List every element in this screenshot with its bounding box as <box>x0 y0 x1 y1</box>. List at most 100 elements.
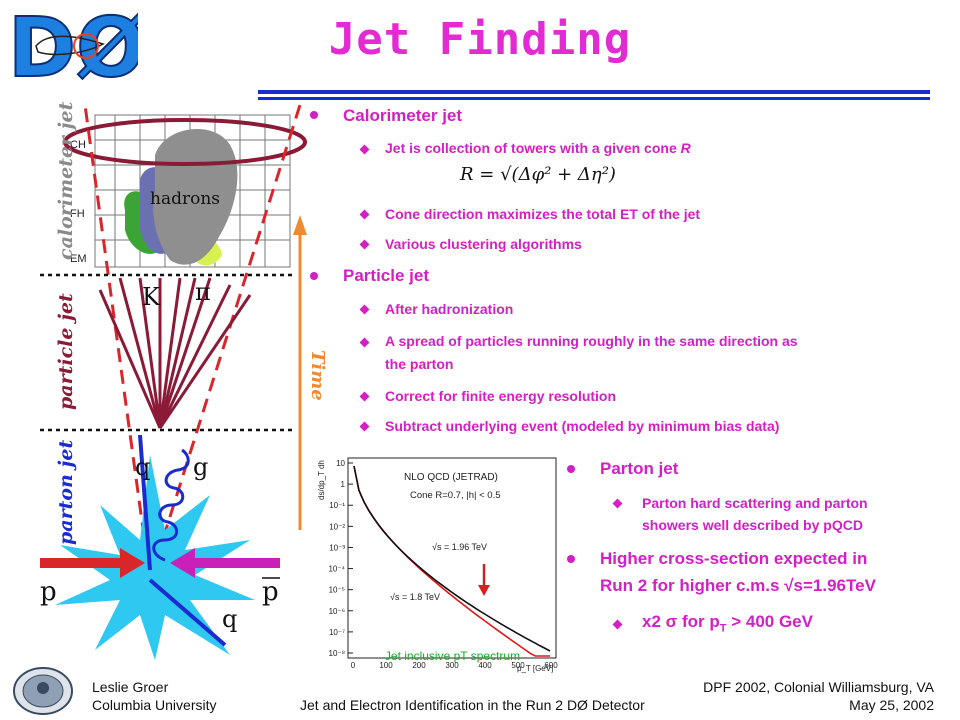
bullet-dot <box>310 111 318 119</box>
footer-conference: DPF 2002, Colonial Williamsburg, VA <box>703 679 934 695</box>
sub-bullet-marker <box>359 304 370 315</box>
calo-sub1: Jet is collection of towers with a given… <box>385 138 691 158</box>
quark-label-top: q <box>135 453 150 481</box>
sub-bullet-marker <box>359 209 370 220</box>
plot-xlabel: p_T [GeV] <box>517 664 553 673</box>
plot-arrow-head <box>478 585 490 596</box>
sub-bullet-marker <box>359 391 370 402</box>
layer-label-ch: CH <box>70 139 86 151</box>
cone-ring <box>63 118 307 166</box>
calo-sub1-var: R <box>680 140 691 156</box>
jet-levels-diagram: CH FH EM hadrons K π Time calorimeter je… <box>40 101 328 660</box>
bullet-higher-xsec-line2: Run 2 for higher c.m.s √s=1.96TeV <box>600 576 876 595</box>
d0-logo: DØ <box>8 6 138 86</box>
columbia-seal-icon <box>13 667 73 715</box>
particle-tracks <box>98 277 252 429</box>
proton-left-arrow-head <box>120 548 145 578</box>
plot-y-ticks: 10 1 10⁻¹ 10⁻² 10⁻³ 10⁻⁴ 10⁻⁵ 10⁻⁶ 10⁻⁷ 10⁻⁸ <box>328 459 353 658</box>
plot-y-tick-label: 10⁻⁶ <box>329 607 345 616</box>
x2-subscript: T <box>719 622 727 635</box>
kaon-label: K <box>142 283 161 311</box>
bullet-higher-xsec-line1: Higher cross-section expected in <box>600 549 868 568</box>
layer-label-fh: FH <box>70 208 85 220</box>
plot-x-tick-label: 200 <box>412 661 426 670</box>
side-label-particle: particle jet <box>55 293 77 410</box>
plot-y-tick-label: 10⁻⁸ <box>329 649 346 658</box>
sub-bullet-marker <box>359 337 370 348</box>
plot-x-tick-label: 400 <box>478 661 492 670</box>
part-sub1: After hadronization <box>385 301 514 317</box>
curve-1-8tev <box>353 465 551 652</box>
plot-y-tick-label: 10⁻¹ <box>329 501 345 510</box>
plot-x-tick-label: 500 <box>511 661 525 670</box>
bullet-calorimeter-jet: Calorimeter jet <box>343 106 463 125</box>
gluon-curl <box>152 448 190 562</box>
sub-bullet-marker <box>612 498 623 509</box>
footer-talk-title: Jet and Electron Identification in the R… <box>300 697 645 713</box>
plot-label-18: √s = 1.8 TeV <box>390 592 440 602</box>
footer-affiliation: Columbia University <box>92 697 217 713</box>
calo-sub2: Cone direction maximizes the total ET of… <box>385 206 701 222</box>
side-label-parton: parton jet <box>55 440 77 545</box>
footer-date: May 25, 2002 <box>849 697 934 713</box>
title-rule-thin <box>258 97 930 100</box>
sub-bullet-marker <box>359 144 370 155</box>
plot-y-tick-label: 10⁻⁴ <box>328 565 345 574</box>
plot-ylabel: ds/dp_T dh <box>317 460 326 500</box>
bullet-dot <box>567 465 575 473</box>
plot-x-ticks: 0 100 200 300 400 500 600 <box>351 661 558 670</box>
part-sub4: Subtract underlying event (modeled by mi… <box>385 418 780 434</box>
plot-y-tick-label: 10⁻⁵ <box>329 586 345 595</box>
x2-cross-section-note: x2 σ for pT > 400 GeV <box>642 612 813 634</box>
plot-label-196: √s = 1.96 TeV <box>432 542 487 552</box>
part-sub2-line2: the parton <box>385 356 454 372</box>
sub-bullet-marker <box>612 619 623 630</box>
plot-y-tick-label: 10⁻⁷ <box>329 628 345 637</box>
plot-x-tick-label: 100 <box>379 661 393 670</box>
sub-bullet-marker <box>359 239 370 250</box>
plot-legend-title: NLO QCD (JETRAD) <box>404 472 498 483</box>
part-sub2-line1: A spread of particles running roughly in… <box>385 333 798 349</box>
footer-author: Leslie Groer <box>92 679 169 695</box>
calo-sub1-text: Jet is collection of towers with a given… <box>385 140 681 156</box>
part-sub3: Correct for finite energy resolution <box>385 388 617 404</box>
plot-y-tick-label: 10 <box>336 459 345 468</box>
pion-label: π <box>195 278 211 306</box>
cone-lines <box>83 104 302 581</box>
title-rule <box>258 90 930 94</box>
page-title: Jet Finding <box>328 14 632 65</box>
bullet-particle-jet: Particle jet <box>343 266 429 285</box>
plot-y-tick-label: 10⁻² <box>329 522 345 531</box>
side-label-calorimeter: calorimeter jet <box>55 101 77 260</box>
plot-y-tick-label: 10⁻³ <box>329 543 345 552</box>
sub-bullet-marker <box>359 421 370 432</box>
parton-q-line <box>138 434 152 571</box>
x2-text-post: > 400 GeV <box>726 612 813 631</box>
bullet-dot <box>567 555 575 563</box>
plot-caption: Jet inclusive pT spectrum <box>384 649 521 663</box>
plot-x-tick-label: 600 <box>544 661 558 670</box>
parton-q-lower-line <box>148 578 227 647</box>
antiproton-label: p <box>262 577 279 607</box>
collision-starburst <box>55 455 255 660</box>
jet-spectrum-plot: 10 1 10⁻¹ 10⁻² 10⁻³ 10⁻⁴ 10⁻⁵ 10⁻⁶ 10⁻⁷ 10⁻⁸ 0 100… <box>312 448 562 673</box>
time-arrow-head <box>293 215 307 235</box>
proton-label: p <box>40 577 57 607</box>
hadrons-label: hadrons <box>150 189 220 209</box>
cone-radius-formula: R = √(Δφ² + Δη²) <box>460 164 616 185</box>
plot-x-tick-label: 0 <box>351 661 356 670</box>
antiproton-arrow-head <box>170 548 195 578</box>
bullet-parton-jet: Parton jet <box>600 459 679 478</box>
plot-legend-cone: Cone R=0.7, |h| < 0.5 <box>410 490 501 501</box>
plot-y-tick-label: 1 <box>341 480 346 489</box>
layer-label-em: EM <box>70 253 87 265</box>
plot-x-tick-label: 300 <box>445 661 459 670</box>
x2-text: x2 σ for p <box>642 612 720 631</box>
quark-label-bottom: q <box>222 605 237 633</box>
time-label: Time <box>307 350 328 401</box>
parton-sub1-line1: Parton hard scattering and parton <box>642 495 868 511</box>
parton-sub1-line2: showers well described by pQCD <box>642 517 863 533</box>
bullet-dot <box>310 272 318 280</box>
calo-sub3: Various clustering algorithms <box>385 236 582 252</box>
gluon-label: g <box>193 453 208 481</box>
